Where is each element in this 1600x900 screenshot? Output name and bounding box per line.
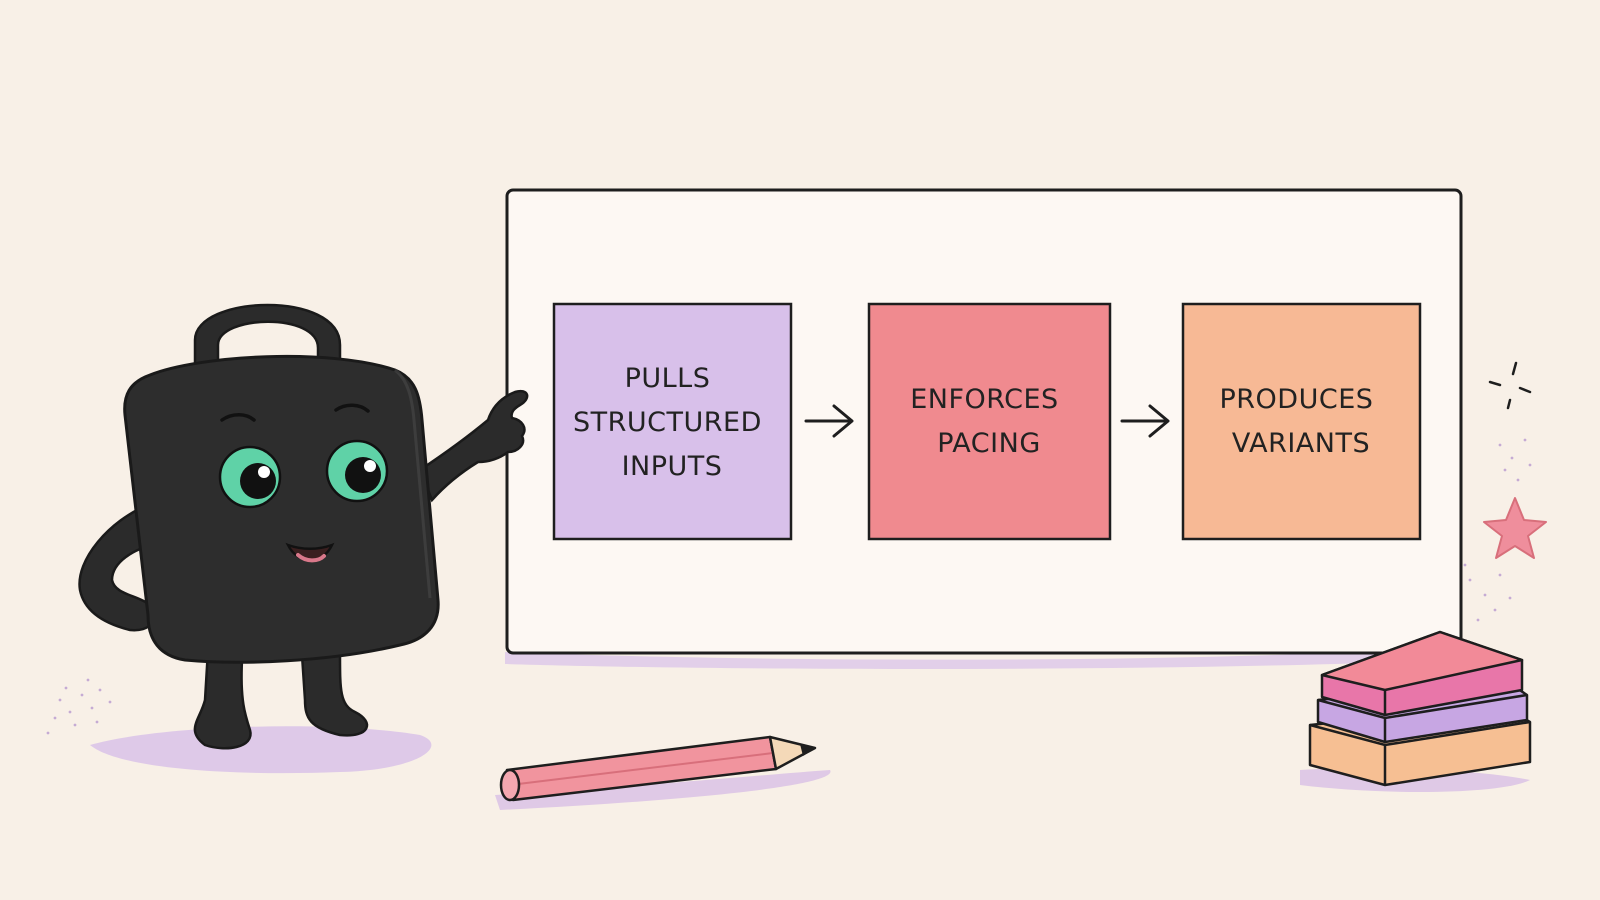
right-arrow-icon — [804, 404, 854, 438]
step-1-line-3: INPUTS — [622, 451, 723, 482]
mascot-right-leg — [300, 653, 369, 737]
mascot-right-eyebrow — [334, 403, 370, 413]
mascot-left-eyebrow — [220, 413, 256, 422]
flow-arrow-2 — [1120, 404, 1170, 438]
step-1-line-1: PULLS — [625, 363, 711, 394]
step-2-line-1: ENFORCES — [910, 384, 1059, 415]
svg-text:ENFORCES PACING: ENFORCES PACING — [910, 384, 1068, 459]
mascot-body — [123, 354, 440, 664]
mascot-left-eye — [218, 445, 282, 509]
svg-text:PULLS STRUCTURED I: PULLS STRUCTURED INPUTS — [573, 363, 771, 482]
mascot-right-eye — [325, 439, 389, 503]
flow-step-2: ENFORCES PACING — [867, 302, 1112, 541]
star-icon — [1483, 497, 1547, 559]
dot-texture — [46, 438, 1532, 735]
step-3-line-2: VARIANTS — [1232, 428, 1370, 459]
step-1-line-2: STRUCTURED — [573, 407, 762, 438]
flow-arrow-1 — [804, 404, 854, 438]
ground-shadows — [90, 650, 1530, 810]
flow-step-3: PRODUCES VARIANTS — [1181, 302, 1422, 541]
mascot-left-leg — [193, 648, 252, 750]
pencil-icon — [499, 735, 817, 802]
step-2-line-2: PACING — [937, 428, 1041, 459]
sparkle-icon — [1488, 361, 1532, 410]
step-3-line-1: PRODUCES — [1220, 384, 1374, 415]
mascot-left-arm — [78, 503, 157, 632]
sticky-note-stack — [1308, 630, 1532, 787]
right-arrow-icon — [1120, 404, 1170, 438]
svg-text:PRODUCES VARIANTS: PRODUCES VARIANTS — [1220, 384, 1383, 459]
lock-mascot — [78, 303, 529, 750]
flow-step-1: PULLS STRUCTURED INPUTS — [552, 302, 793, 541]
mascot-right-arm — [418, 389, 529, 503]
